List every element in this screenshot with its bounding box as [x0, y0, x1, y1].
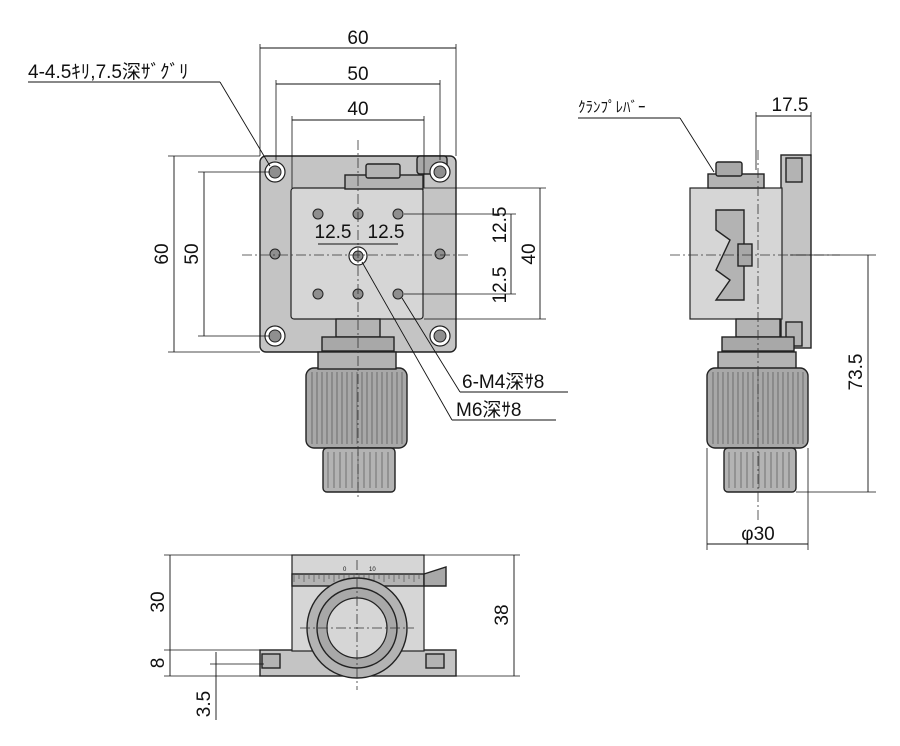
- clamp-screw: [365, 163, 401, 179]
- thimble-knurl: [311, 372, 403, 444]
- dim-40-right: 40: [519, 243, 540, 264]
- dim-30: 30: [148, 591, 169, 612]
- sleeve-knurl: [327, 452, 389, 488]
- side-view: 17.5 73.5 φ30 ｸﾗﾝﾌﾟﾚﾊﾞｰ: [578, 95, 876, 550]
- m4-hole: [392, 208, 404, 220]
- dim-17-5: 17.5: [772, 95, 809, 116]
- scale-10: 10: [369, 567, 376, 573]
- dim-50-top: 50: [347, 64, 368, 85]
- dim-8: 8: [148, 658, 169, 669]
- base-hole-right: [434, 248, 446, 260]
- mount-hole-tl-inner: [268, 165, 282, 179]
- dim-60-left: 60: [152, 243, 173, 264]
- callout-mount-holes: 4-4.5ｷﾘ,7.5深ｻﾞｸﾞﾘ: [28, 61, 189, 83]
- thimble-collar: [317, 351, 397, 370]
- dim-60-top: 60: [347, 28, 368, 49]
- dim-phi-30: φ30: [741, 524, 774, 545]
- top-view: 60 50 40 60 50 40 12.5 12.5 12.5 12.5: [28, 28, 568, 500]
- front-view: 0 10 30 8 3.5 38: [148, 554, 520, 720]
- base-hole-left: [269, 248, 281, 260]
- side-base: [780, 154, 812, 349]
- front-lever: [423, 566, 447, 587]
- front-base-screw-r: [425, 653, 445, 669]
- sleeve: [322, 447, 396, 493]
- dim-12-5-hleft: 12.5: [315, 222, 352, 243]
- dim-38: 38: [492, 604, 513, 625]
- side-collar: [717, 351, 797, 370]
- side-clamp-screw: [715, 161, 743, 177]
- callout-m4: 6-M4深ｻ8: [462, 371, 544, 393]
- callout-clamp-lever: ｸﾗﾝﾌﾟﾚﾊﾞｰ: [578, 99, 646, 116]
- side-sleeve: [723, 447, 797, 493]
- mount-hole-bl-inner: [268, 329, 282, 343]
- side-screw-top: [785, 157, 803, 183]
- dim-50-left: 50: [182, 243, 203, 264]
- m4-hole: [312, 288, 324, 300]
- mount-hole-tr-inner: [433, 165, 447, 179]
- callout-m6: M6深ｻ8: [456, 399, 521, 421]
- mount-hole-br-inner: [433, 329, 447, 343]
- front-base-screw-l: [261, 653, 281, 669]
- dim-12-5-vtop: 12.5: [490, 207, 511, 244]
- scale-0: 0: [343, 567, 347, 573]
- dim-12-5-vbottom: 12.5: [490, 267, 511, 304]
- m4-hole: [392, 288, 404, 300]
- dim-40-top: 40: [347, 99, 368, 120]
- dim-3-5: 3.5: [194, 691, 215, 717]
- dim-12-5-hright: 12.5: [368, 222, 405, 243]
- m4-hole: [312, 208, 324, 220]
- dim-73-5: 73.5: [846, 354, 867, 391]
